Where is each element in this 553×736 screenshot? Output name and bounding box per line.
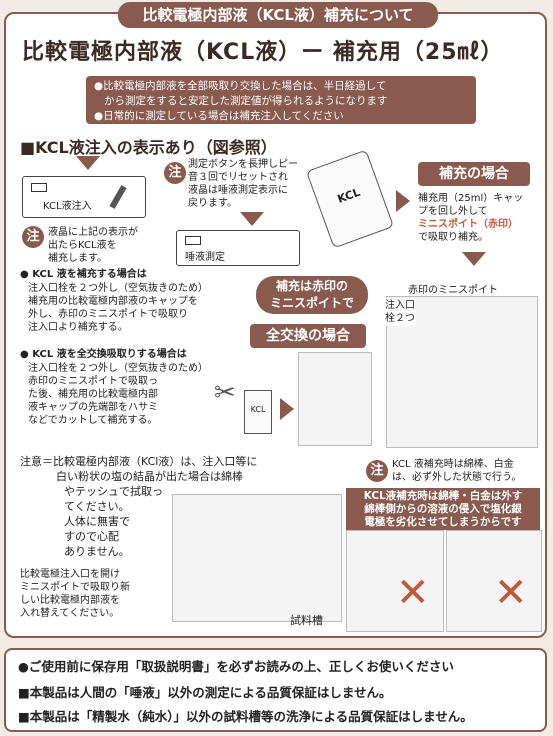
cotton-note: KCL 液補充時は綿棒、白金 は、必ず外した状態で行う。 (392, 459, 522, 483)
bottom-box (4, 648, 547, 732)
full-exchange-title: 全交換の場合 (250, 324, 366, 348)
scissors-icon: ✂ (214, 378, 236, 408)
wrong-illustration-1 (346, 530, 444, 632)
red-pipette-label: 赤印のミニスポイト (408, 285, 498, 296)
note-line: ●日常的に測定している場合は補充注入してください (94, 110, 344, 122)
kcl-display-text: KCL液注入 (43, 201, 92, 212)
caution-cont: やテッシュで拭取っ てください。 人体に無害で すので心配 ありません。 (64, 485, 163, 558)
bottom-line-1: ●ご使用前に保存用「取扱説明書」を必ずお読みの上、正しくお使いください (18, 659, 454, 674)
refill-text: 補充用（25ml）キャッ プを回し外して ミニスポイト（赤印） で吸取り補充。 (418, 193, 524, 243)
bullet2-text: 注入口栓を２つ外し（空気抜きのため） 赤印のミニスポイトで吸取っ た後、補充用の… (28, 363, 208, 426)
warning-box: KCL液補充時は綿棒・白金は外す 綿棒側からの溶液の侵入で塩化銀 電極を劣化させ… (346, 488, 540, 530)
bottom-line-2: ■本製品は人間の「唾液」以外の測定による品質保証はしません。 (18, 685, 392, 700)
arrow-right-icon (396, 190, 410, 212)
bullet2-head: ● KCL 液を全交換吸取りする場合は (20, 349, 187, 360)
note-line: から測定をすると安定した測定値が得られるようになります (104, 95, 388, 107)
caution-mark-icon: 注 (22, 226, 44, 248)
caution-mark-icon: 注 (366, 460, 388, 482)
caution-mark-icon: 注 (164, 162, 186, 184)
page-title: 比較電極内部液（KCL液）ー 補充用（25㎖） (22, 40, 504, 65)
section-title: ■KCL液注入の表示あり（図参照） (20, 138, 277, 157)
bottom-line-3: ■本製品は「精製水（純水）」以外の試料槽等の洗浄による品質保証はしません。 (18, 709, 473, 724)
notes-box: ●比較電極内部液を全部吸取り交換した場合は、半日経過して から測定をすると安定し… (86, 76, 476, 124)
note-line: ●比較電極内部液を全部吸取り交換した場合は、半日経過して (94, 80, 387, 92)
arrow-down-icon (76, 156, 100, 170)
header-tab: 比較電極内部液（KCL液）補充について (118, 2, 438, 28)
refill-red-badge: 補充は赤印の ミニスポイトで (256, 276, 368, 314)
note-mid: 測定ボタンを長押しピー 音３回でリセットされ 液晶は唾液測定表示に 戻ります。 (188, 159, 298, 209)
dropper-icon (109, 185, 127, 209)
caution-text: 注意＝比較電極内部液（KCl液）は、注入口等に 白い粉状の塩の結晶が出た場合は綿… (20, 455, 258, 483)
replace-text: 比較電極注入口を開け ミニスポイトで吸取り新 しい比較電極内部液を 入れ替えてく… (20, 569, 130, 619)
kcl-display: KCL液注入 (22, 176, 146, 218)
bullet1-head: ● KCL 液を補充する場合は (20, 269, 147, 280)
arrow-down-icon (462, 252, 486, 266)
battery-icon (31, 183, 47, 192)
arrow-down-icon (240, 212, 264, 226)
sample-tank-label: 試料槽 (290, 614, 323, 627)
device-wipe-illustration (172, 494, 342, 622)
plug-label: 注入口 栓２つ (384, 298, 416, 326)
device-illustration-small (298, 352, 372, 446)
note-left: 液晶に上記の表示が 出たらKCL液を 補充します。 (48, 227, 138, 264)
wrong-illustration-2 (446, 530, 542, 632)
bullet1-text: 注入口栓を２つ外し（空気抜きのため） 補充用の比較電極内部液のキャップを 外し、… (28, 283, 208, 333)
battery-icon (185, 236, 201, 245)
kcl-bottle-small-image: KCL (244, 390, 272, 434)
arrow-right-icon (280, 398, 294, 420)
x-mark-icon: ✕ (396, 570, 430, 616)
refill-title: 補充の場合 (418, 162, 530, 186)
saliva-display: 唾液測定 (176, 230, 300, 266)
x-mark-icon: ✕ (494, 570, 528, 616)
